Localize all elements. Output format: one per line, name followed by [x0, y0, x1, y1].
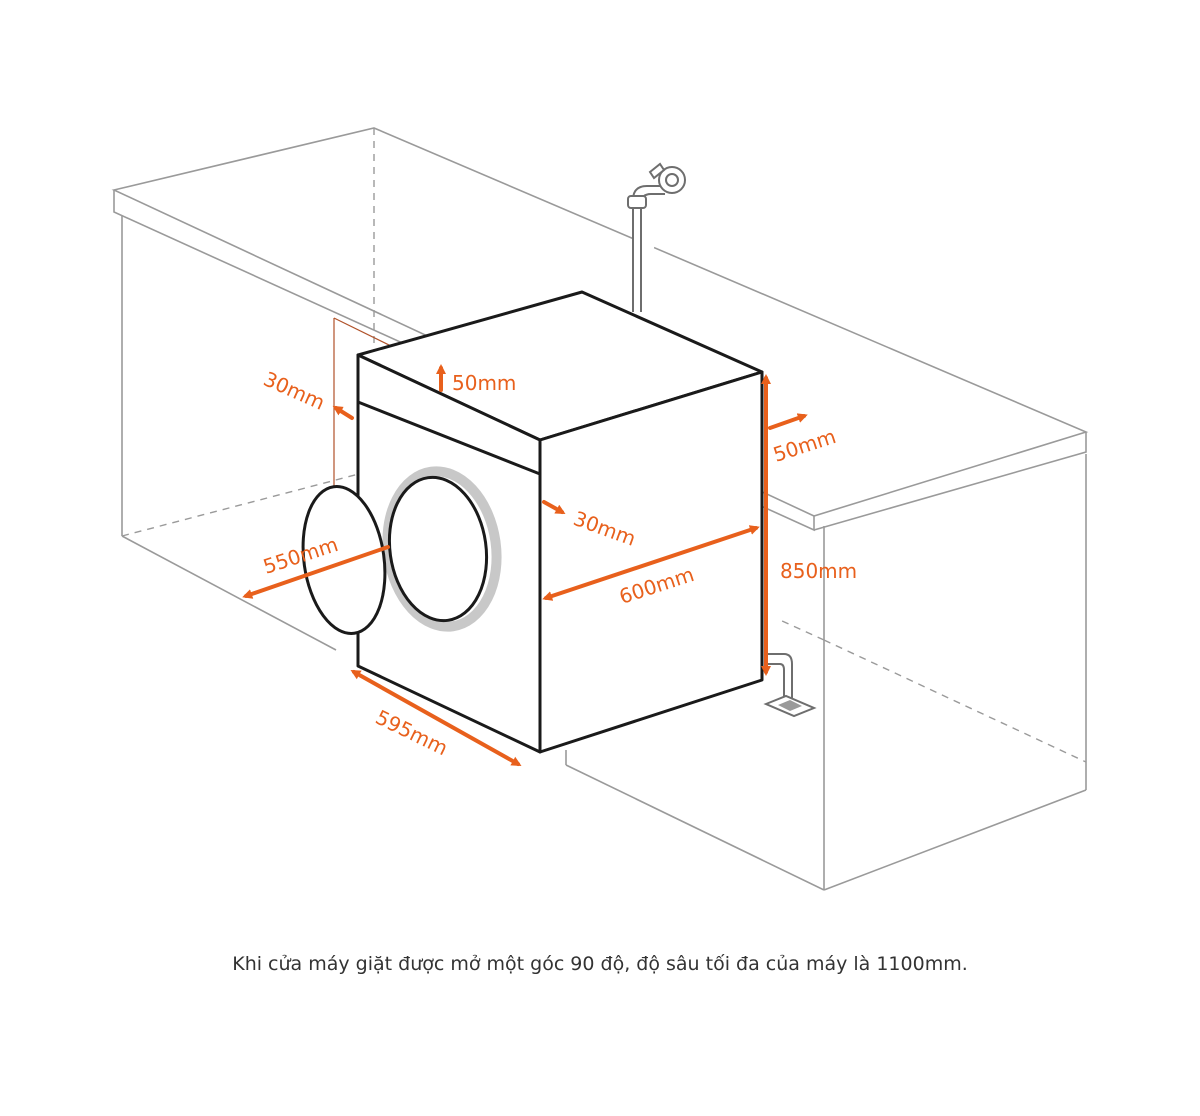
arrow-side-clearance — [542, 500, 566, 514]
machine-door — [382, 466, 502, 632]
arrow-machine-depth — [542, 525, 760, 601]
caption: Khi cửa máy giặt được mở một góc 90 độ, … — [232, 953, 968, 975]
label-machine-height: 850mm — [780, 559, 857, 583]
arrow-right-top-clearance — [768, 413, 808, 430]
dimension-arrows — [242, 364, 808, 766]
drain-pipe-icon — [763, 653, 817, 718]
water-tap-icon — [627, 162, 686, 312]
arrow-machine-width — [350, 670, 522, 766]
label-top-clearance: 50mm — [452, 371, 516, 395]
label-machine-width: 595mm — [372, 705, 452, 760]
arrow-door-depth — [242, 545, 390, 599]
arrow-left-clearance — [332, 405, 354, 420]
label-left-clearance: 30mm — [260, 367, 329, 415]
open-door — [301, 485, 387, 635]
